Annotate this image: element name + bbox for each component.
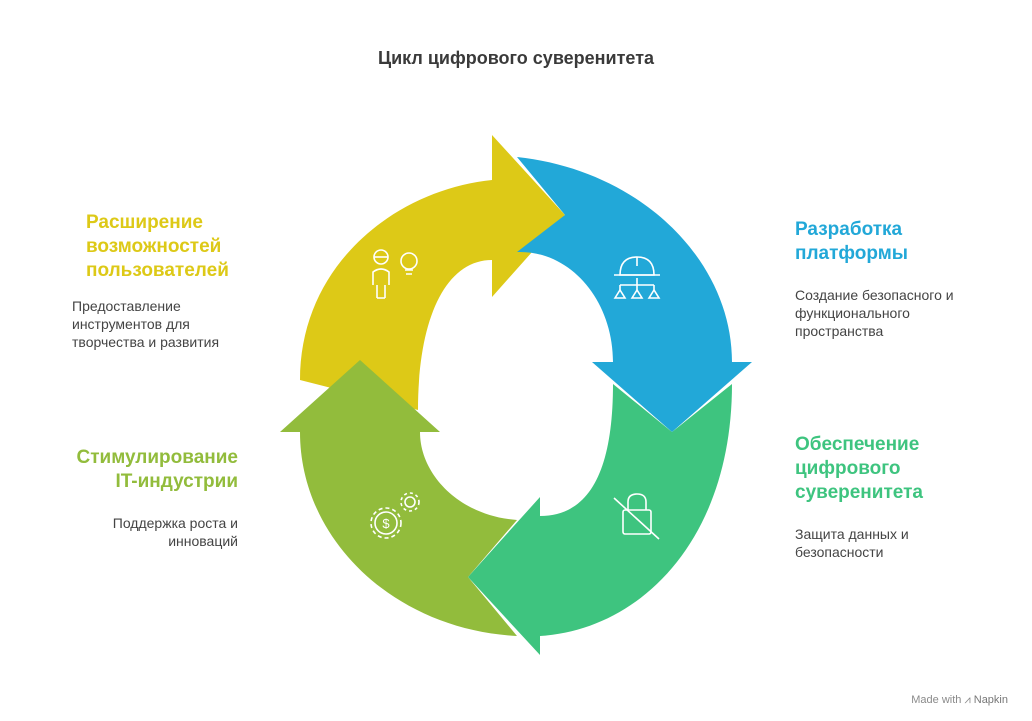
heading-line: Стимулирование [76,447,238,468]
label-it-industry: Стимулирование IT-индустрии Поддержка ро… [20,446,238,550]
heading-line: пользователей [86,260,229,281]
desc-line: инноваций [168,533,238,549]
desc-line: Защита данных и [795,526,909,542]
person-idea-icon [372,249,418,299]
segment-green-arrow [468,384,732,655]
heading-line: Расширение [86,212,203,233]
label-heading: Расширение возможностей пользователей [86,211,286,283]
desc-line: инструментов для [72,316,190,332]
svg-text:$: $ [382,516,390,531]
napkin-brand: Napkin [973,694,1008,706]
helmet-network-icon [613,256,661,299]
desc-line: Поддержка роста и [112,515,238,531]
made-with-text: Made with [911,694,962,706]
page-title: Цикл цифрового суверенитета [377,48,655,68]
heading-line: цифрового [795,458,901,479]
napkin-logo-icon: ⩘ [964,694,971,706]
label-heading: Обеспечение цифрового суверенитета [795,433,1015,505]
desc-line: пространства [795,323,884,339]
desc-line: Предоставление [72,298,181,314]
label-heading: Разработка платформы [795,218,1015,266]
label-platform-development: Разработка платформы Создание безопасног… [795,218,1015,340]
heading-line: IT-индустрии [115,471,238,492]
label-user-empowerment-desc: Предоставление инструментов для творчест… [72,297,292,351]
heading-line: Обеспечение [795,434,920,455]
made-with-napkin: Made with ⩘ Napkin [911,694,1008,707]
desc-line: функционального [795,305,910,321]
desc-line: Создание безопасного и [795,287,954,303]
label-desc: Создание безопасного и функционального п… [795,286,1015,340]
segment-yellow-arrow [300,135,565,410]
label-heading: Стимулирование IT-индустрии [20,446,238,494]
label-desc: Предоставление инструментов для творчест… [72,297,292,351]
label-desc: Защита данных и безопасности [795,525,1015,561]
label-digital-sovereignty: Обеспечение цифрового суверенитета Защит… [795,433,1015,561]
label-desc: Поддержка роста и инноваций [20,514,238,550]
heading-line: возможностей [86,236,222,257]
desc-line: безопасности [795,544,884,560]
heading-line: Разработка [795,219,903,240]
unlocked-slash-icon [613,493,660,540]
gears-dollar-icon: $ [370,492,420,539]
heading-line: суверенитета [795,482,923,503]
segment-olive-arrow [280,360,517,636]
label-user-empowerment: Расширение возможностей пользователей [86,211,286,283]
heading-line: платформы [795,243,909,264]
desc-line: творчества и развития [72,334,220,350]
